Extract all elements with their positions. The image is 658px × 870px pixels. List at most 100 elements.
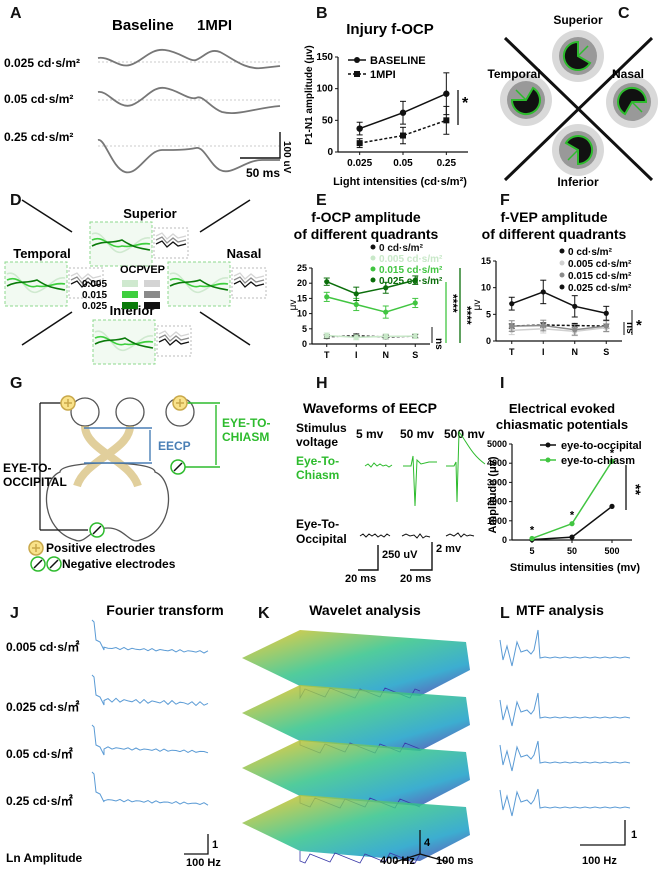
- series-line-3: [326, 279, 416, 295]
- f-legend-label-1: 0.005 cd·s/m²: [568, 259, 632, 270]
- data-point: [383, 309, 389, 315]
- c-eye-superior: [552, 30, 604, 82]
- d-legend-vep-swatch-2: [144, 302, 160, 309]
- k-axis-x1: 400 Hz: [380, 855, 415, 867]
- i-legend-label-1: eye-to-chiasm: [561, 455, 635, 467]
- e-legend-label-2: 0.015 cd·s/m²: [379, 265, 443, 276]
- data-point: [412, 300, 418, 306]
- f-legend-label-3: 0.025 cd·s/m²: [568, 283, 632, 294]
- data-point: [509, 323, 515, 329]
- y-tick-label: 10: [297, 309, 307, 319]
- vep-trace-1: [158, 334, 190, 342]
- b-title: Injury f-OCP: [346, 21, 434, 38]
- panel-letter-J: J: [10, 605, 19, 622]
- y-tick-label: 20: [297, 278, 307, 288]
- eye-cut: [567, 149, 579, 161]
- k-axis-y: 4: [424, 837, 431, 849]
- l-scale-x: 100 Hz: [582, 855, 617, 867]
- data-point: [603, 310, 609, 316]
- ocp-trace-1: [169, 277, 229, 288]
- series-line-1: [531, 460, 613, 540]
- e-title-1: of different quadrants: [294, 226, 439, 242]
- vep-trace-1: [233, 276, 265, 284]
- positive-electrode-cross: [32, 544, 40, 552]
- panel-j: Fourier transform 0.005 cd·s/㎡ 0.025 cd·…: [6, 602, 224, 869]
- g-legend-positive: Positive electrodes: [46, 541, 156, 555]
- l-trace-1: [499, 692, 631, 727]
- panel-e: f-OCP amplitude of different quadrants μ…: [288, 209, 474, 360]
- data-point: [609, 458, 615, 464]
- b-ylabel: P1-N1 amplitude (μv): [304, 45, 315, 144]
- series-line-2: [326, 296, 416, 313]
- data-point: [400, 132, 406, 139]
- panel-letter-I: I: [500, 375, 504, 392]
- h-scale1-x: 20 ms: [345, 573, 376, 585]
- a-trace-1: [97, 87, 281, 114]
- series-line-3: [511, 291, 607, 314]
- f-sig-star: *: [636, 317, 642, 334]
- data-point: [356, 125, 363, 132]
- panel-h: Waveforms of EECP Stimulus voltage 5 mv …: [296, 400, 486, 585]
- g-legend-pos-icon: [28, 540, 44, 556]
- data-point: [540, 289, 546, 295]
- b-sig: *: [462, 95, 469, 112]
- e-ylabel: μv: [288, 300, 299, 311]
- i-point-sig-0: *: [530, 524, 535, 536]
- positive-electrode-cross: [64, 399, 72, 407]
- g-electrode-pos-1: [60, 395, 76, 411]
- b-legend-label-0: BASELINE: [370, 55, 426, 67]
- x-tick-label: T: [324, 350, 330, 360]
- l-title: MTF analysis: [516, 602, 604, 618]
- f-legend-marker-2: [559, 272, 565, 278]
- d-label-superior: Superior: [123, 206, 176, 221]
- panel-letter-G: G: [10, 375, 22, 392]
- k-surface-edge: [299, 851, 421, 864]
- data-point: [412, 277, 418, 283]
- e-legend-marker-0: [370, 244, 376, 250]
- d-legend-ocp: OCP: [120, 264, 144, 276]
- positive-electrode-cross: [176, 399, 184, 407]
- panel-k: Wavelet analysis 4 400 Hz 100 ms: [242, 602, 473, 867]
- y-tick-label: 5: [486, 309, 491, 319]
- d-legend-row-0: 0.005: [82, 279, 107, 290]
- k-surface-fill: [242, 795, 470, 861]
- data-point: [353, 291, 359, 297]
- x-tick-label: I: [355, 350, 358, 360]
- data-point: [540, 322, 546, 329]
- j-trace-2: [91, 724, 209, 756]
- ocp-trace-1: [91, 237, 151, 248]
- y-tick-label: 4000: [487, 458, 507, 468]
- d-box-nasal: [167, 261, 267, 307]
- panel-letter-B: B: [316, 5, 328, 22]
- data-point: [324, 279, 330, 285]
- ocp-trace-1: [94, 335, 154, 346]
- d-legend-vep-swatch-1: [144, 291, 160, 298]
- j-row-0: 0.005 cd·s/㎡: [6, 639, 79, 654]
- x-tick-label: 0.25: [437, 158, 457, 169]
- ocp-trace-2: [169, 279, 229, 291]
- h-row1-1: Chiasm: [296, 468, 339, 482]
- e-legend-label-1: 0.005 cd·s/m²: [379, 254, 443, 265]
- d-legend-row-1: 0.015: [82, 290, 107, 301]
- a-row-1: 0.05 cd·s/m²: [4, 92, 73, 106]
- h-stim-1: voltage: [296, 435, 338, 449]
- panel-d: Superior Temporal Nasal Inferior OCP VEP…: [4, 199, 267, 365]
- d-legend-vep-swatch-0: [144, 280, 160, 287]
- y-tick-label: 10: [481, 283, 491, 293]
- h-volt-2: 500 mv: [444, 427, 485, 441]
- e-legend-label-0: 0 cd·s/m²: [379, 243, 424, 254]
- x-tick-label: 5: [529, 546, 534, 556]
- g-electrode-pos-2: [172, 395, 188, 411]
- a-scale-y: 100 uV: [281, 141, 292, 174]
- i-title-0: Electrical evoked: [509, 401, 615, 416]
- f-legend-marker-0: [559, 248, 565, 254]
- y-tick-label: 0: [327, 147, 333, 158]
- eye-retina: [510, 86, 541, 116]
- l-scale-y: 1: [631, 829, 637, 841]
- d-legend-row-2: 0.025: [82, 301, 107, 312]
- c-eye-inferior: [552, 124, 604, 176]
- ocp-trace-0: [169, 272, 229, 293]
- h-volt-1: 50 mv: [400, 427, 434, 441]
- h-row1-0: Eye-To-: [296, 454, 339, 468]
